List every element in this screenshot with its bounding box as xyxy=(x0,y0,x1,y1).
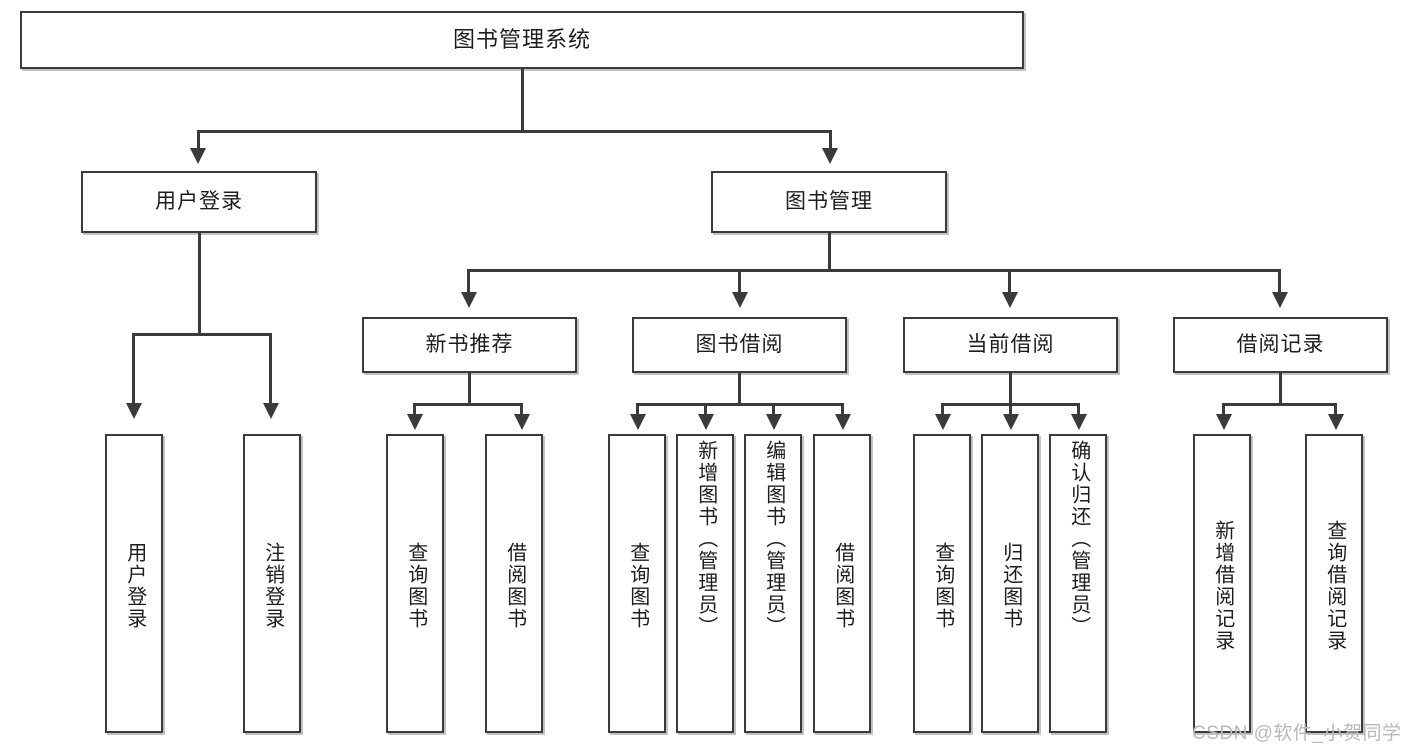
leaf-label: 确认归还（管理员） xyxy=(1067,440,1090,638)
node-book-borrow[interactable]: 图书借阅 xyxy=(632,317,847,373)
connector-bb-drop-2 xyxy=(704,403,707,417)
watermark-text: CSDN @软件_小贺同学 xyxy=(1192,723,1402,744)
connector-br-drop-1 xyxy=(1222,403,1225,417)
connector-bb-drop-4 xyxy=(841,403,844,417)
connector-user-login-drop-1 xyxy=(132,333,135,405)
node-user-login[interactable]: 用户登录 xyxy=(81,171,317,233)
leaf-confirm-return-admin[interactable]: 确认归还（管理员） xyxy=(1049,434,1107,733)
connector-bb-drop-1 xyxy=(636,403,639,417)
connector-bm-drop-3 xyxy=(1008,269,1011,294)
node-label: 图书管理 xyxy=(785,189,873,213)
node-label: 图书借阅 xyxy=(695,332,784,356)
connector-bm-drop-2 xyxy=(738,269,741,294)
arrow-bb-leaf-2 xyxy=(698,414,714,430)
arrow-to-book-borrow xyxy=(732,292,748,308)
connector-nbr-stem xyxy=(468,373,471,405)
arrow-cb-leaf-2 xyxy=(1003,414,1019,430)
arrow-bb-leaf-4 xyxy=(835,414,851,430)
node-borrow-record[interactable]: 借阅记录 xyxy=(1173,317,1388,373)
leaf-label: 借阅图书 xyxy=(831,541,854,630)
node-label: 新书推荐 xyxy=(425,332,514,356)
leaf-add-borrow-record[interactable]: 新增借阅记录 xyxy=(1193,434,1251,733)
leaf-return-book[interactable]: 归还图书 xyxy=(981,434,1039,733)
connector-cb-stem xyxy=(1009,373,1012,405)
node-label: 用户登录 xyxy=(155,189,243,213)
connector-nbr-drop-1 xyxy=(413,403,416,417)
connector-bm-drop-4 xyxy=(1278,269,1281,294)
leaf-label: 注销登录 xyxy=(261,541,284,630)
connector-br-stem xyxy=(1279,373,1282,405)
leaf-label: 用户登录 xyxy=(123,541,146,630)
connector-cb-drop-1 xyxy=(941,403,944,417)
leaf-label: 归还图书 xyxy=(999,541,1022,630)
node-book-management[interactable]: 图书管理 xyxy=(711,171,947,233)
connector-book-manage-bar xyxy=(467,269,1281,272)
leaf-query-book-cb[interactable]: 查询图书 xyxy=(913,434,971,733)
leaf-query-borrow-record[interactable]: 查询借阅记录 xyxy=(1305,434,1363,733)
connector-bb-stem xyxy=(738,373,741,405)
connector-bb-drop-3 xyxy=(772,403,775,417)
arrow-to-borrow-record xyxy=(1272,292,1288,308)
leaf-label: 查询图书 xyxy=(404,541,427,630)
arrow-to-new-book-recommend xyxy=(461,292,477,308)
connector-root-bar xyxy=(197,130,832,133)
connector-cb-drop-3 xyxy=(1077,403,1080,417)
connector-br-bar xyxy=(1222,403,1337,406)
leaf-label: 查询借阅记录 xyxy=(1323,519,1346,652)
node-current-borrow[interactable]: 当前借阅 xyxy=(903,317,1118,373)
arrow-to-current-borrow xyxy=(1002,292,1018,308)
leaf-label: 编辑图书（管理员） xyxy=(762,440,785,638)
leaf-label: 借阅图书 xyxy=(503,541,526,630)
leaf-label: 查询图书 xyxy=(626,541,649,630)
arrow-bb-leaf-3 xyxy=(766,414,782,430)
connector-user-login-stem xyxy=(198,233,201,335)
connector-root-stem xyxy=(521,69,524,131)
arrow-to-leaf-user-login xyxy=(126,403,142,419)
connector-br-drop-2 xyxy=(1334,403,1337,417)
connector-cb-drop-2 xyxy=(1009,403,1012,417)
connector-user-login-bar xyxy=(132,333,272,336)
leaf-label: 新增借阅记录 xyxy=(1211,519,1234,652)
leaf-query-book-nbr[interactable]: 查询图书 xyxy=(386,434,444,733)
connector-nbr-drop-2 xyxy=(520,403,523,417)
node-root-system[interactable]: 图书管理系统 xyxy=(20,11,1024,69)
node-label: 借阅记录 xyxy=(1236,332,1325,356)
connector-bm-drop-1 xyxy=(467,269,470,294)
leaf-label: 新增图书（管理员） xyxy=(694,440,717,638)
arrow-nbr-leaf-2 xyxy=(514,414,530,430)
leaf-add-book-admin[interactable]: 新增图书（管理员） xyxy=(676,434,734,733)
arrow-root-to-book-manage xyxy=(822,148,838,164)
connector-nbr-bar xyxy=(413,403,523,406)
node-label: 图书管理系统 xyxy=(452,27,591,53)
leaf-query-book-bb[interactable]: 查询图书 xyxy=(608,434,666,733)
connector-root-to-user-login xyxy=(197,130,200,150)
node-label: 当前借阅 xyxy=(966,332,1055,356)
arrow-cb-leaf-3 xyxy=(1071,414,1087,430)
node-new-book-recommend[interactable]: 新书推荐 xyxy=(362,317,577,373)
arrow-root-to-user-login xyxy=(190,148,206,164)
arrow-bb-leaf-1 xyxy=(630,414,646,430)
arrow-br-leaf-1 xyxy=(1216,414,1232,430)
arrow-to-leaf-logout xyxy=(263,403,279,419)
arrow-br-leaf-2 xyxy=(1328,414,1344,430)
leaf-borrow-book-nbr[interactable]: 借阅图书 xyxy=(485,434,543,733)
leaf-logout[interactable]: 注销登录 xyxy=(243,434,301,733)
connector-book-manage-stem xyxy=(828,233,831,271)
arrow-cb-leaf-1 xyxy=(935,414,951,430)
connector-user-login-drop-2 xyxy=(269,333,272,405)
leaf-borrow-book-bb[interactable]: 借阅图书 xyxy=(813,434,871,733)
connector-bb-bar xyxy=(636,403,844,406)
connector-root-to-book-manage xyxy=(829,130,832,150)
leaf-label: 查询图书 xyxy=(931,541,954,630)
leaf-user-login[interactable]: 用户登录 xyxy=(105,434,163,733)
leaf-edit-book-admin[interactable]: 编辑图书（管理员） xyxy=(744,434,802,733)
arrow-nbr-leaf-1 xyxy=(407,414,423,430)
